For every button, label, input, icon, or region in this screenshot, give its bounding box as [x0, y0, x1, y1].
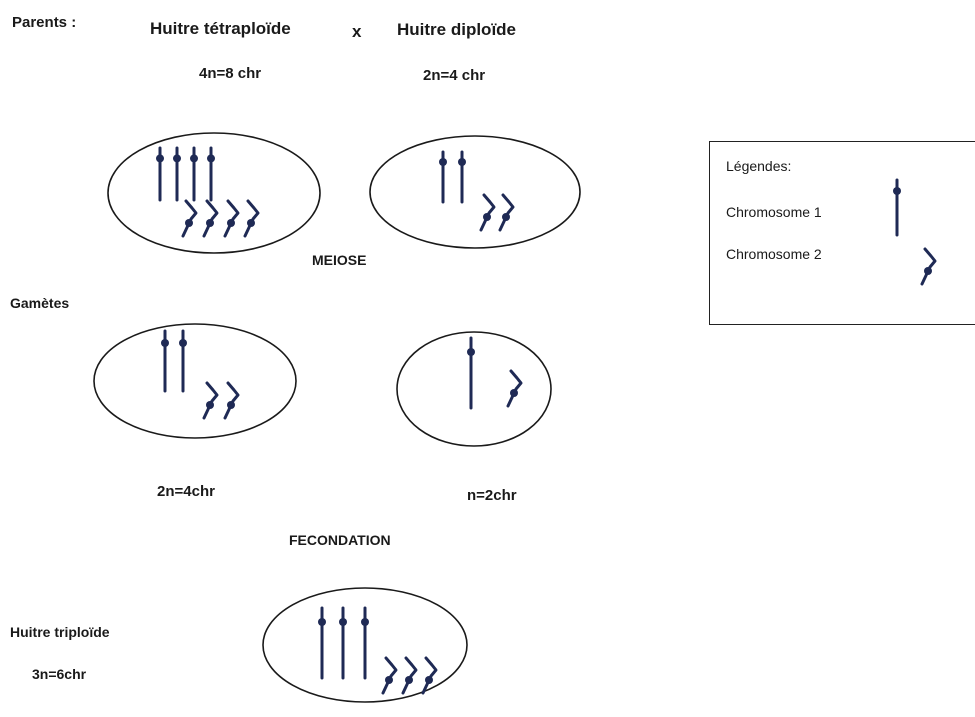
parent-tetraploid-chromosome-1-2: [173, 148, 181, 200]
cell-gamete-diploid: [397, 332, 551, 446]
triploid-offspring-chromosome-1-3: [361, 608, 369, 678]
cell-parent-tetraploid: [108, 133, 320, 253]
parent-diploid-chromosome-1-1: [439, 152, 447, 202]
parent-tetraploid-chromosome-2-3: [225, 201, 238, 236]
cell-parent-diploid: [370, 136, 580, 248]
triploid-offspring-chromosome-2-1: [383, 658, 396, 693]
parent-diploid-chromosome-2-1: [481, 195, 494, 230]
parent-tetraploid-chromosome-1-4: [207, 148, 215, 200]
triploid-offspring-chromosome-1-1: [318, 608, 326, 678]
gamete-diploid-chromosome-2-1: [508, 371, 521, 406]
parent-tetraploid-chromosome-2-4: [245, 201, 258, 236]
legend-chromosome-2-icon: [922, 249, 935, 284]
parent-tetraploid-chromosome-1-1: [156, 148, 164, 200]
parent-tetraploid-chromosome-2-1: [183, 201, 196, 236]
parent-diploid-chromosome-1-2: [458, 152, 466, 202]
gamete-tetraploid-chromosome-2-1: [204, 383, 217, 418]
cell-gamete-tetraploid: [94, 324, 296, 438]
gamete-diploid-chromosome-1-1: [467, 338, 475, 408]
parent-tetraploid-chromosome-2-2: [204, 201, 217, 236]
gamete-tetraploid-chromosome-1-1: [161, 331, 169, 391]
gamete-tetraploid-chromosome-1-2: [179, 331, 187, 391]
legend-chromosome-1-icon: [893, 180, 901, 235]
triploid-offspring-chromosome-1-2: [339, 608, 347, 678]
gamete-tetraploid-chromosome-2-2: [225, 383, 238, 418]
parent-diploid-chromosome-2-2: [500, 195, 513, 230]
parent-tetraploid-chromosome-1-3: [190, 148, 198, 200]
triploid-offspring-chromosome-2-2: [403, 658, 416, 693]
